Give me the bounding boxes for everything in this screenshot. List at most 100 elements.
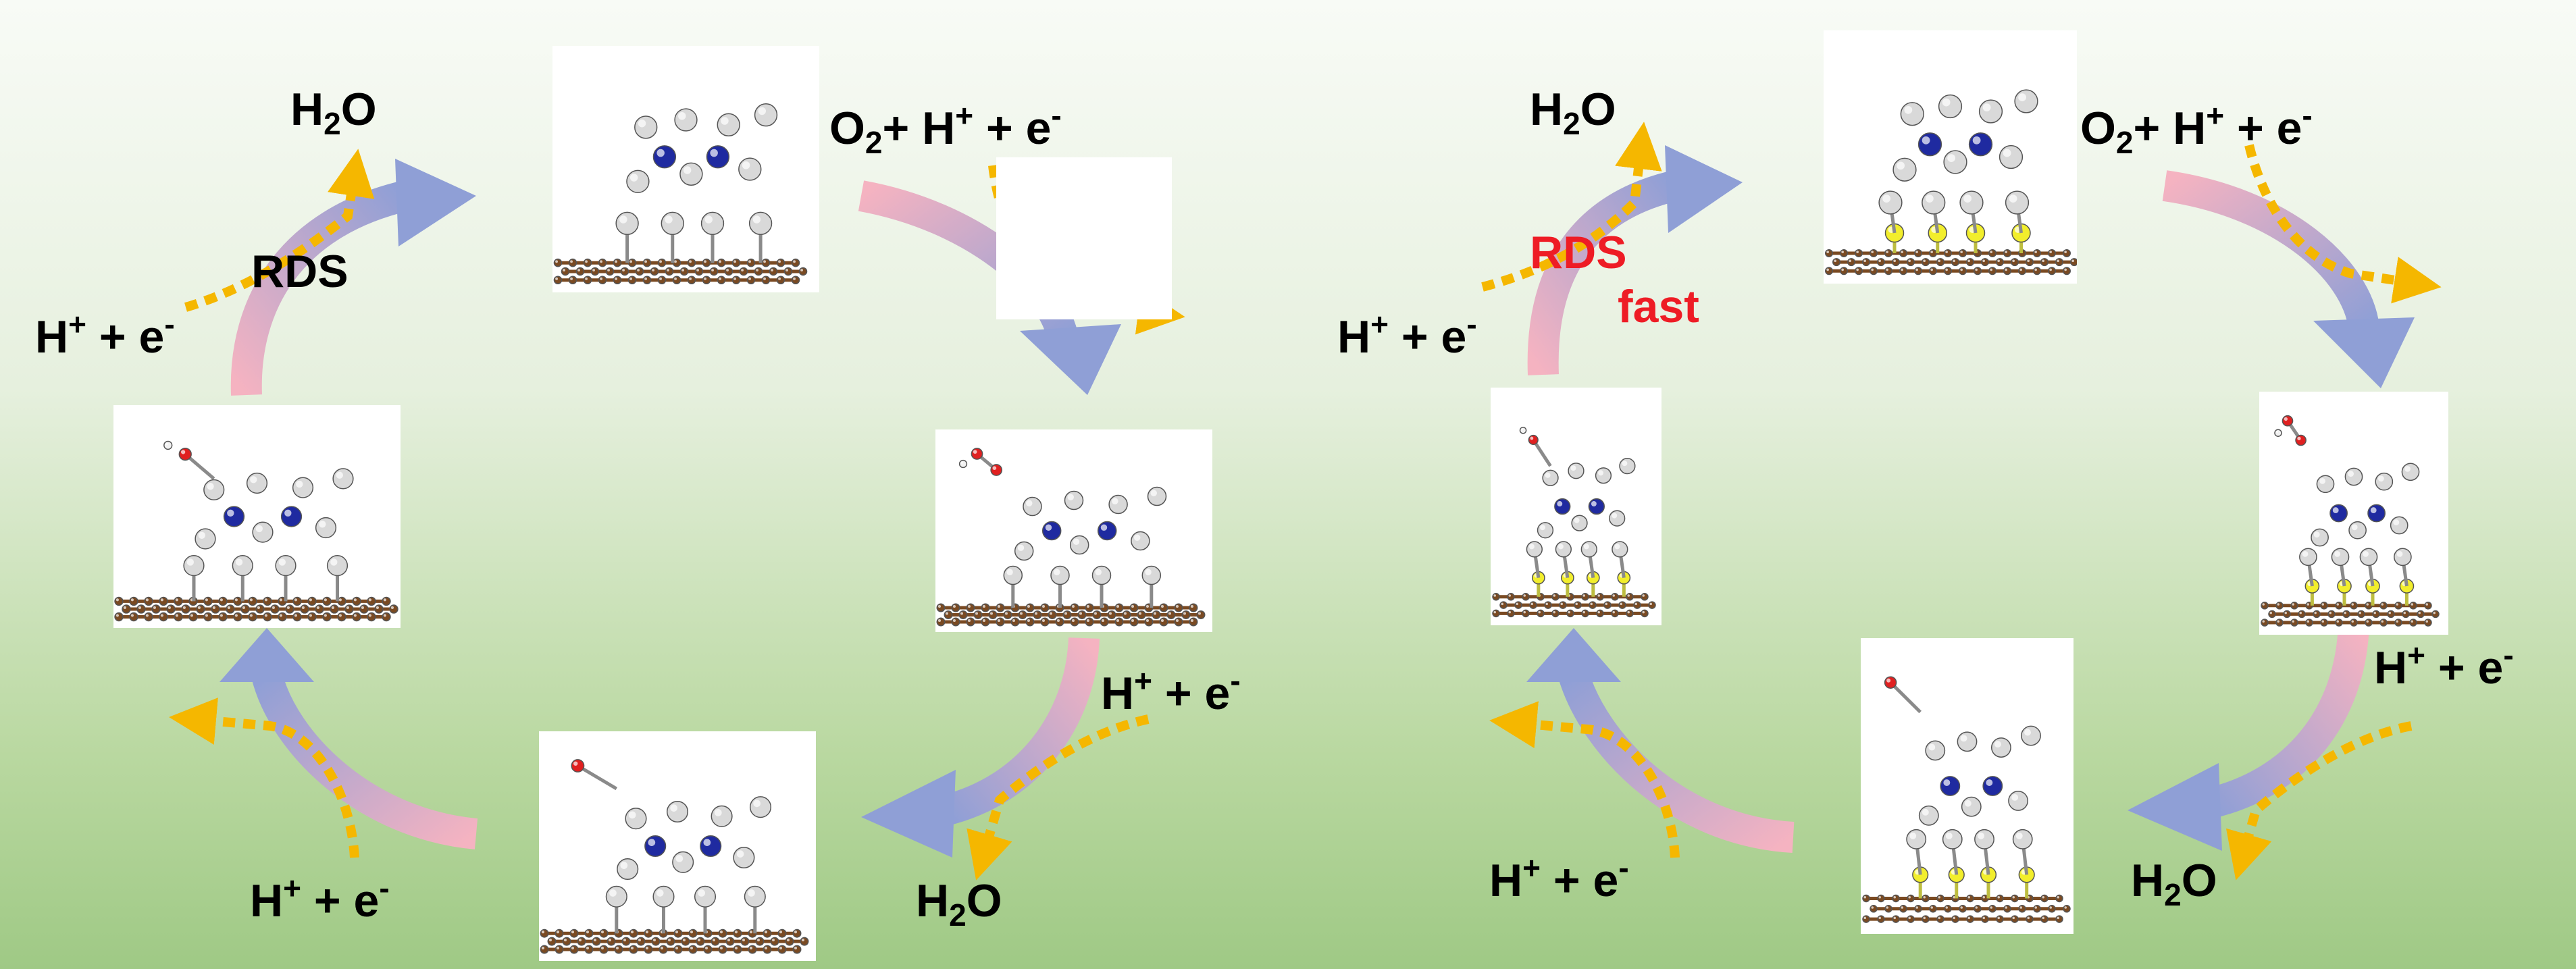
atom-highlight [763,277,766,280]
atom-highlight [1160,619,1164,622]
atom-highlight [2366,620,2369,623]
metal-atom [275,555,297,577]
substrate-atom [1648,601,1656,609]
label-h2o-bottom: H2O [916,875,1002,933]
atom-highlight [609,889,617,897]
substrate-atom [598,276,607,285]
atomic-structure-icon [2261,415,2440,627]
substrate-atom [1144,617,1154,627]
atom-highlight [1963,194,1972,203]
atom-highlight [1049,612,1052,615]
substrate-atom [248,612,257,622]
atom-highlight [234,614,238,617]
substrate-atom [263,612,272,622]
nitrogen-atom [223,506,245,527]
atom-highlight [1568,610,1570,614]
atom-highlight [153,606,156,609]
atom-highlight [690,946,693,949]
atom-highlight [555,260,558,263]
atom-highlight [2027,259,2030,263]
metal-atom [672,851,694,873]
substrate-atom [1862,258,1870,267]
atom-highlight [682,939,686,942]
atom-highlight [585,260,588,263]
substrate-atom [1596,609,1604,618]
atom-highlight [1982,103,1991,111]
atom-highlight [1930,906,1933,909]
substrate-atom [263,596,272,606]
label-h-e-right: H+ + e- [2374,637,2514,693]
substrate-atom [590,267,600,276]
structure-right-left [1491,388,1661,625]
atom-highlight [1901,906,1903,909]
atomic-structure-icon [1825,89,2077,276]
substrate-atom [114,612,124,622]
substrate-atom [672,276,681,285]
substrate-atom [2320,619,2328,627]
substrate-atom [1514,601,1522,609]
substrate-atom [1922,258,1930,267]
atom-highlight [1138,612,1141,615]
atom-highlight [1849,259,1851,263]
substrate-atom [2431,610,2440,619]
atom-highlight [198,531,205,539]
atom-highlight [1978,832,1984,839]
substrate-atom [1944,267,1952,276]
substrate-atom [681,937,690,946]
substrate-atom [1174,617,1183,627]
atom-highlight [1863,259,1866,263]
nitrogen-atom [1917,132,1942,157]
metal-atom [1064,490,1084,510]
metal-atom [1999,145,2024,169]
nitrogen-atom [700,835,722,858]
atom-highlight [1922,808,1929,816]
atom-highlight [2433,611,2436,614]
substrate-atom [1174,603,1183,612]
atom-highlight [563,939,567,942]
substrate-atom [233,612,242,622]
atom-highlight [681,269,684,271]
atom-highlight [1990,906,1992,909]
atom-highlight [2334,550,2340,557]
atom-highlight [778,277,781,280]
atom-highlight [749,946,752,949]
substrate-atom [1581,593,1589,601]
atom-highlight [675,946,678,949]
atom-highlight [967,604,971,608]
substrate-atom [114,596,124,606]
atom-highlight [1116,619,1119,622]
atom-highlight [1938,895,1940,899]
metal-atom [2299,548,2317,567]
substrate-atom [657,276,667,285]
substrate-atom [636,937,646,946]
atom-highlight [1997,259,2000,263]
substrate-atom [1855,267,1863,276]
atom-highlight [1856,268,1859,271]
atom-highlight [570,277,573,280]
label-rds: RDS [251,246,349,297]
atom-highlight [652,939,656,942]
metal-atom [1938,94,1963,119]
atom-highlight [1942,98,1951,107]
substrate-atom [629,945,638,954]
right-arrow-bottom-left [1526,628,1795,853]
atom-highlight [1960,735,1967,742]
nitrogen-atom [1940,776,1961,796]
substrate-atom [337,612,346,622]
substrate-atom [785,937,794,946]
substrate-atom [1899,249,1907,257]
atom-highlight [600,931,604,934]
atom-highlight [1627,610,1630,614]
atom-highlight [541,946,544,949]
substrate-atom [1003,610,1012,619]
substrate-atom [1929,267,1937,276]
substrate-atom [2011,258,2019,267]
atom-highlight [659,277,662,280]
atom-highlight [2009,194,2017,203]
nitrogen-atom [2329,504,2348,523]
substrate-atom [1551,593,1560,601]
substrate-atom [2298,610,2306,619]
atom-highlight [1004,612,1008,615]
substrate-atom [568,276,577,285]
atom-highlight [711,269,714,271]
